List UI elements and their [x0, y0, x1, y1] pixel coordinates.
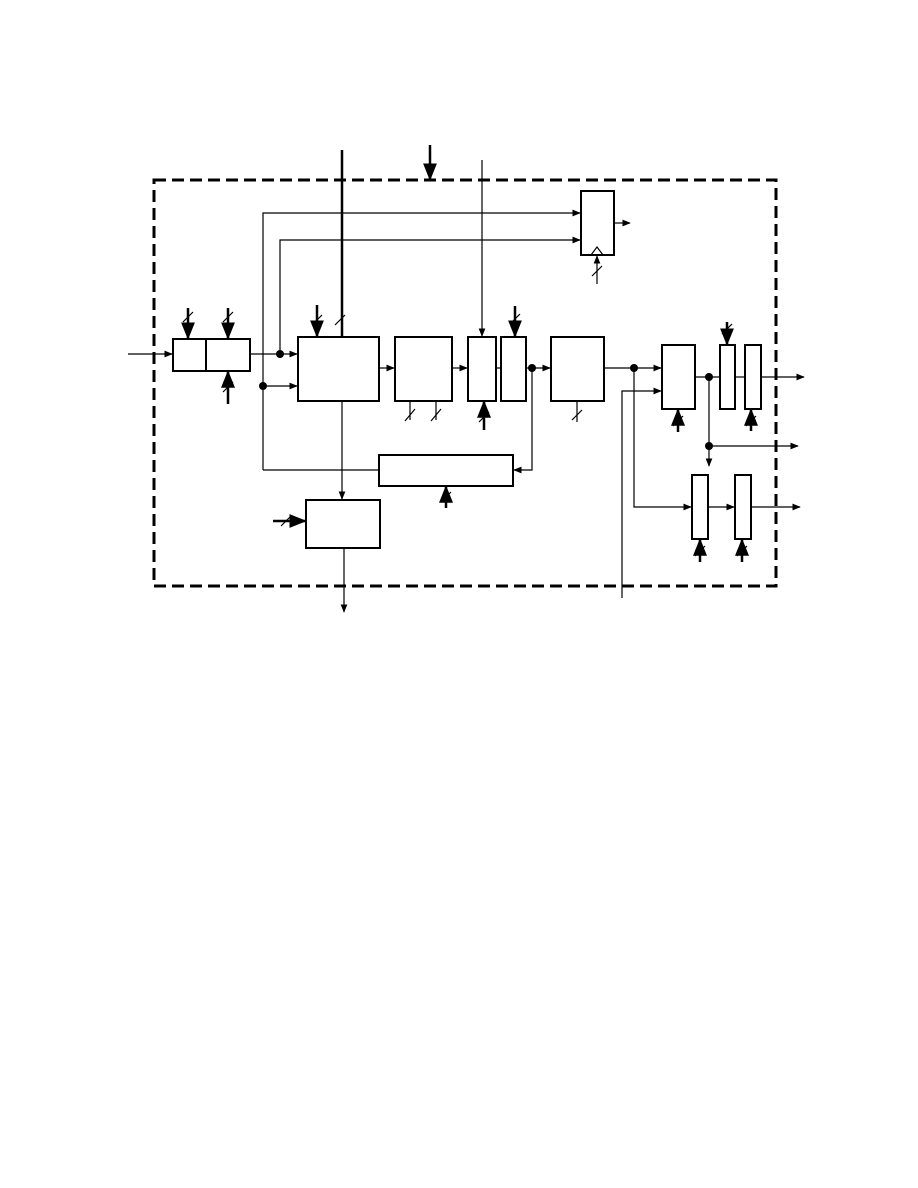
output-mux-block [661, 344, 696, 410]
clock-triangle-icon [590, 246, 604, 256]
mux-second-input [621, 387, 662, 598]
flip-flop-block [580, 190, 615, 256]
lower-output-block [305, 499, 381, 549]
lower-register-2 [734, 474, 752, 540]
input-register-b [205, 338, 251, 372]
feedback-block [378, 454, 514, 487]
junction-dots [259, 350, 713, 450]
lower-register-1 [691, 474, 709, 540]
feedback-wire [513, 368, 533, 474]
output-register-1 [719, 344, 736, 410]
module-boundary [152, 178, 778, 588]
second-stage-block [394, 336, 453, 402]
branch-to-lower-regs [633, 368, 692, 511]
output-register-2 [744, 344, 762, 410]
ff-input-top-wire [262, 209, 581, 354]
narrow-register-2 [500, 336, 527, 402]
narrow-register-1 [467, 336, 497, 402]
main-processing-block [297, 336, 380, 402]
control-inputs [181, 255, 758, 562]
input-register-a [172, 338, 207, 372]
ff-input-bottom-wire [279, 236, 581, 354]
fourth-stage-block [550, 336, 605, 402]
